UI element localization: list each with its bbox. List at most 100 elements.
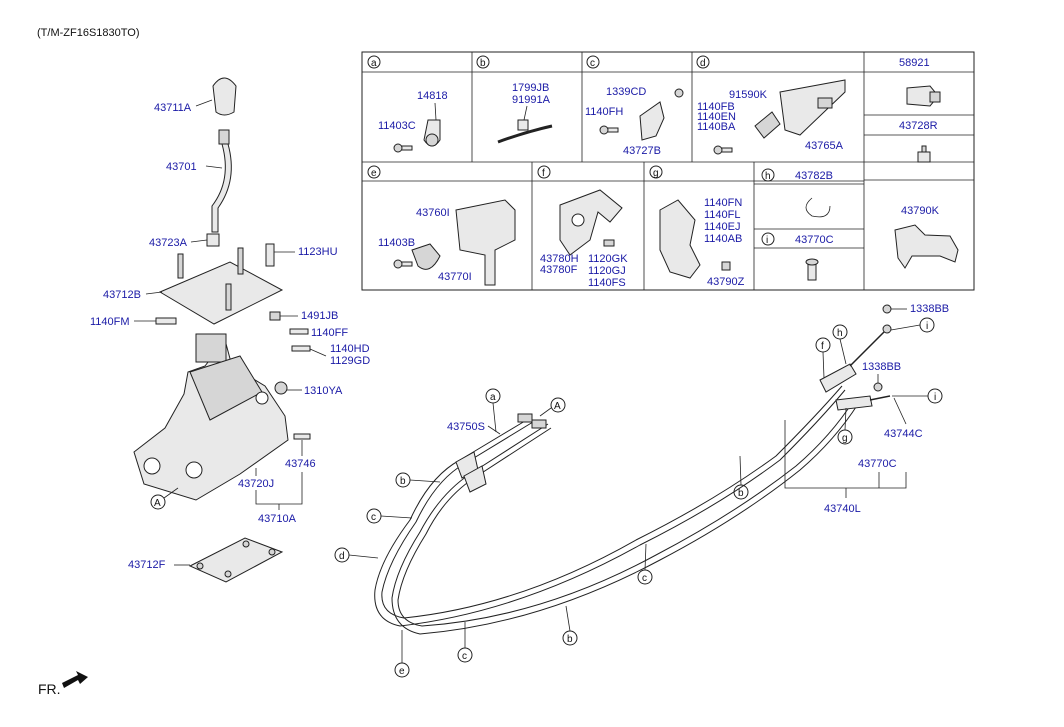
ref-b-3: b: [738, 488, 744, 499]
cell-title-58921: 58921: [899, 57, 930, 69]
label-43790K: 43790K: [901, 205, 940, 217]
ref-b-1: b: [400, 476, 406, 487]
ref-i-1: i: [926, 321, 928, 332]
label-43740L: 43740L: [824, 503, 861, 515]
label-1140FN: 1140FN: [704, 197, 742, 209]
cable-2: [391, 403, 859, 635]
mount-bracket-icon: [779, 79, 846, 136]
cell-title-43782B: 43782B: [795, 170, 833, 182]
label-1338BB-1: 1338BB: [910, 303, 949, 315]
label-1140FB: 1140FB: [697, 101, 735, 113]
shift-knob-icon: [212, 77, 237, 116]
ref-a: a: [490, 392, 496, 403]
label-1140AB: 1140AB: [704, 233, 742, 245]
label-43760I: 43760I: [416, 207, 450, 219]
label-1120GK: 1120GK: [588, 253, 628, 265]
front-label: FR.: [38, 681, 61, 697]
label-1129GD: 1129GD: [330, 355, 370, 367]
shift-lever-assembly: 43711A 43701 43723A 1123HU 43712B 1491JB…: [90, 77, 370, 583]
cable-tie-icon: [497, 124, 553, 144]
cable-1: [374, 389, 846, 627]
label-1123HU: 1123HU: [298, 246, 338, 258]
cover-plate-icon: [188, 537, 284, 583]
model-code: (T/M-ZF16S1830TO): [37, 27, 140, 39]
ref-g: g: [842, 433, 848, 444]
label-1140FF: 1140FF: [311, 327, 348, 339]
label-43710A: 43710A: [258, 513, 297, 525]
label-1310YA: 1310YA: [304, 385, 343, 397]
cell-title-43770C: 43770C: [795, 234, 834, 246]
label-91590K: 91590K: [729, 89, 768, 101]
label-43720J: 43720J: [238, 478, 274, 490]
shift-lever-icon: [211, 143, 232, 233]
cell-letter-d: d: [700, 58, 706, 69]
label-43765A: 43765A: [805, 140, 844, 152]
label-43723A: 43723A: [149, 237, 188, 249]
label-43780H: 43780H: [540, 253, 579, 265]
cell-letter-a: a: [371, 58, 377, 69]
label-1140HD: 1140HD: [330, 343, 370, 355]
ref-h: h: [837, 328, 843, 339]
label-1140FL: 1140FL: [704, 209, 741, 221]
gate-plate-icon: [158, 261, 284, 325]
label-1338BB-2: 1338BB: [862, 361, 901, 373]
table-cell-letters: a b c d e f g h i: [367, 55, 775, 246]
ref-A: A: [554, 401, 561, 412]
label-43790Z: 43790Z: [707, 276, 745, 288]
label-11403C: 11403C: [378, 120, 416, 132]
label-43712B: 43712B: [103, 289, 141, 301]
label-1799JB: 1799JB: [512, 82, 549, 94]
bracket-icon: [639, 101, 665, 141]
label-1491JB: 1491JB: [301, 310, 338, 322]
label-1140BA: 1140BA: [697, 121, 736, 133]
label-43712F: 43712F: [128, 559, 166, 571]
cable-reference-letters: a b c d e A b c b c f h i i g: [334, 317, 943, 678]
cable-bracket-icon: [659, 199, 701, 279]
label-1120GJ: 1120GJ: [588, 265, 626, 277]
ref-d: d: [339, 551, 345, 562]
nut-icon: [917, 151, 931, 163]
front-arrow-icon: [62, 671, 88, 688]
label-14818: 14818: [417, 90, 448, 102]
cable-adjuster-icon: [819, 363, 857, 393]
label-43746: 43746: [285, 458, 316, 470]
ref-b-2: b: [567, 634, 573, 645]
label-1140FH: 1140FH: [585, 106, 623, 118]
ref-c-2: c: [462, 651, 467, 662]
label-43744C: 43744C: [884, 428, 923, 440]
label-1140EJ: 1140EJ: [704, 221, 741, 233]
ref-c-1: c: [371, 512, 376, 523]
yoke-bracket-icon: [559, 189, 623, 256]
snap-ring-icon: [805, 197, 831, 218]
label-43701: 43701: [166, 161, 197, 173]
label-1339CD: 1339CD: [606, 86, 646, 98]
label-1140FS: 1140FS: [588, 277, 626, 289]
cell-letter-g: g: [653, 168, 659, 179]
cable-mount-icon: [894, 224, 959, 269]
cell-letter-i: i: [766, 235, 768, 246]
ref-e: e: [399, 666, 405, 677]
label-43780F: 43780F: [540, 264, 578, 276]
ref-c-3: c: [642, 573, 647, 584]
cell-letter-c: c: [590, 58, 595, 69]
ref-i-2: i: [934, 392, 936, 403]
label-11403B: 11403B: [378, 237, 415, 249]
parts-table: [361, 51, 975, 291]
label-43727B: 43727B: [623, 145, 661, 157]
label-1140EN: 1140EN: [697, 111, 736, 123]
shift-cable-assembly: 43750S 1338BB 1338BB 43744C 43770C 43740…: [374, 303, 949, 635]
label-91991A: 91991A: [512, 94, 551, 106]
ref-f: f: [821, 341, 824, 352]
label-43770I: 43770I: [438, 271, 472, 283]
label-43770C: 43770C: [858, 458, 897, 470]
cell-letter-e: e: [371, 168, 377, 179]
cell-title-43728R: 43728R: [899, 120, 938, 132]
label-1140FM: 1140FM: [90, 316, 130, 328]
cell-letter-f: f: [542, 168, 545, 179]
ref-letter-A: A: [154, 498, 161, 509]
cell-letter-h: h: [765, 171, 771, 182]
label-43711A: 43711A: [154, 102, 192, 114]
plate-bracket-icon: [455, 199, 516, 286]
